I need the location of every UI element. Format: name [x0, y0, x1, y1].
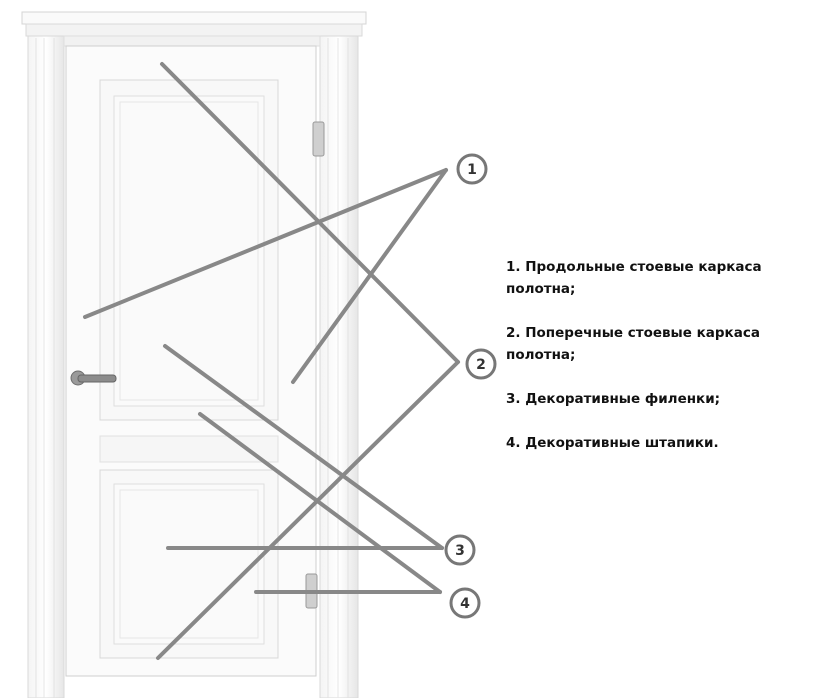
legend-item-4: 4. Декоративные штапики. — [506, 435, 719, 451]
leader-line-4a — [198, 412, 442, 594]
marker-1-label: 1 — [467, 162, 477, 178]
marker-3: 3 — [444, 534, 476, 566]
leader-line-2a — [160, 62, 460, 364]
leader-line-1b — [291, 168, 448, 384]
leader-lines — [83, 62, 460, 660]
door-frame — [21, 11, 367, 698]
leader-line-2b — [156, 360, 460, 660]
door-leaf — [65, 45, 317, 677]
legend-item-2: 2. Поперечные стоевые каркаса полотна; — [506, 325, 760, 363]
marker-3-label: 3 — [455, 543, 465, 559]
marker-2-label: 2 — [476, 357, 486, 373]
marker-2: 2 — [465, 348, 497, 380]
legend: 1. Продольные стоевые каркаса полотна; 2… — [506, 256, 806, 476]
upper-hinge — [312, 121, 325, 157]
leader-line-3a — [163, 344, 444, 550]
marker-1: 1 — [456, 153, 488, 185]
door-handle — [70, 370, 117, 386]
legend-item-1: 1. Продольные стоевые каркаса полотна; — [506, 259, 762, 297]
marker-4: 4 — [449, 587, 481, 619]
legend-item-3: 3. Декоративные филенки; — [506, 391, 721, 407]
leader-line-1a — [83, 168, 448, 319]
marker-4-label: 4 — [460, 596, 470, 612]
